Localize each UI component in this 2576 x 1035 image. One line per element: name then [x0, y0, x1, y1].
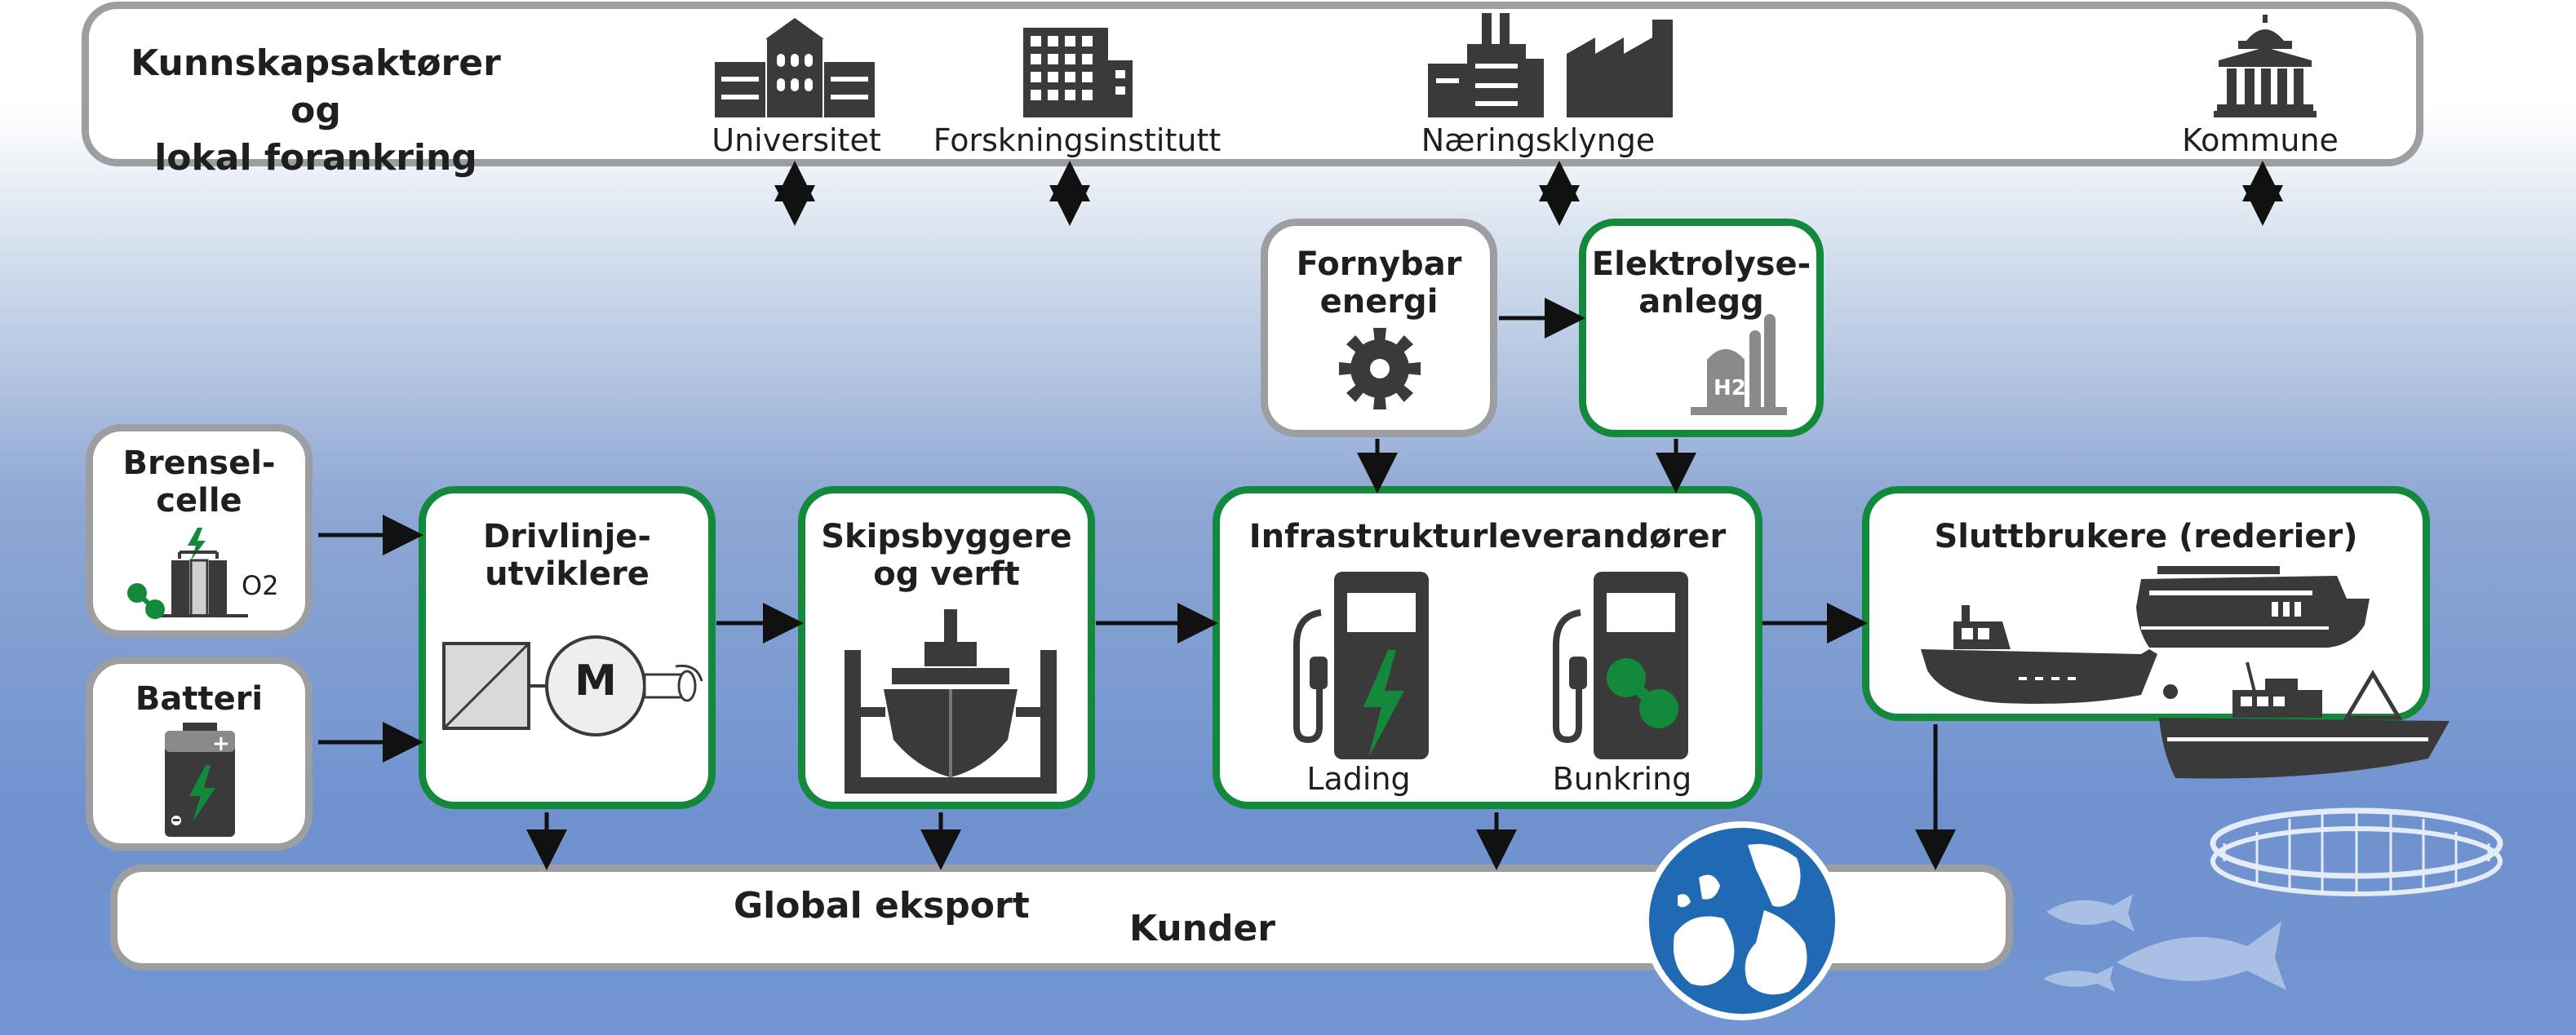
industry-cluster-icon [1428, 13, 1673, 117]
globe-europe-icon [1643, 821, 1842, 1020]
renewable-energy-box: Fornybar energi [1261, 219, 1497, 437]
fish-icon [2043, 894, 2286, 992]
charging-label: Lading [1306, 761, 1411, 797]
shipyard-dock-icon [845, 609, 1057, 794]
h2-label: H2 [1714, 376, 1746, 400]
fuel-cell-icon [127, 528, 248, 619]
battery-box: Batteri + [86, 657, 313, 851]
hydrogen-tank-icon [1691, 314, 1787, 415]
knowledge-actors-bar: Kunnskapsaktører og lokal forankring [82, 2, 2423, 179]
bunkering-label: Bunkring [1552, 761, 1692, 797]
actor-research-institute: Forskningsinstitutt [933, 122, 1221, 158]
knowledge-bar-title: Kunnskapsaktører og lokal forankring [131, 42, 501, 179]
electrolysis-plant-box: Elektrolyse- anlegg H2 [1579, 219, 1824, 437]
bunkering-pump-icon [1553, 572, 1688, 759]
ferry-icon [2136, 566, 2370, 648]
fishing-vessel-icon [2159, 661, 2450, 779]
infrastructure-suppliers-box: Infrastrukturleverandører Lading Bunkrin… [1213, 486, 1762, 809]
fuel-cell-box: Brensel- celle O2 [86, 424, 313, 638]
research-institute-icon [1023, 28, 1133, 117]
motor-label: M [574, 657, 617, 705]
workboat-icon [1921, 605, 2157, 704]
fish-farm-pen-icon [2210, 807, 2503, 896]
actor-municipality: Kommune [2182, 122, 2339, 158]
university-icon [715, 18, 875, 117]
turbine-gear-icon [1339, 328, 1421, 409]
electrolysis-plant-title: Elektrolyse- anlegg [1591, 245, 1811, 321]
charging-pump-icon [1293, 572, 1429, 759]
actor-industry-cluster: Næringsklynge [1421, 122, 1656, 158]
battery-icon: + [165, 723, 235, 837]
motor-drivetrain-icon [442, 635, 703, 736]
battery-title: Batteri [135, 680, 264, 718]
svg-text:+: + [212, 732, 230, 756]
municipality-icon [2214, 15, 2317, 117]
drivetrain-developers-title: Drivlinje- utviklere [482, 518, 652, 593]
renewable-energy-title: Fornybar energi [1296, 245, 1462, 321]
shipbuilders-title: Skipsbyggere og verft [821, 518, 1072, 593]
shipbuilders-box: Skipsbyggere og verft [798, 486, 1095, 809]
o2-label: O2 [242, 570, 279, 601]
infrastructure-suppliers-title: Infrastrukturleverandører [1248, 518, 1727, 555]
customers-label: Kunder [1129, 908, 1276, 949]
global-export-label: Global eksport [734, 885, 1030, 927]
actor-university: Universitet [712, 122, 881, 158]
drivetrain-developers-box: Drivlinje- utviklere M [419, 486, 716, 809]
end-users-title: Sluttbrukere (rederier) [1934, 518, 2358, 555]
fuel-cell-title: Brensel- celle [122, 445, 276, 520]
